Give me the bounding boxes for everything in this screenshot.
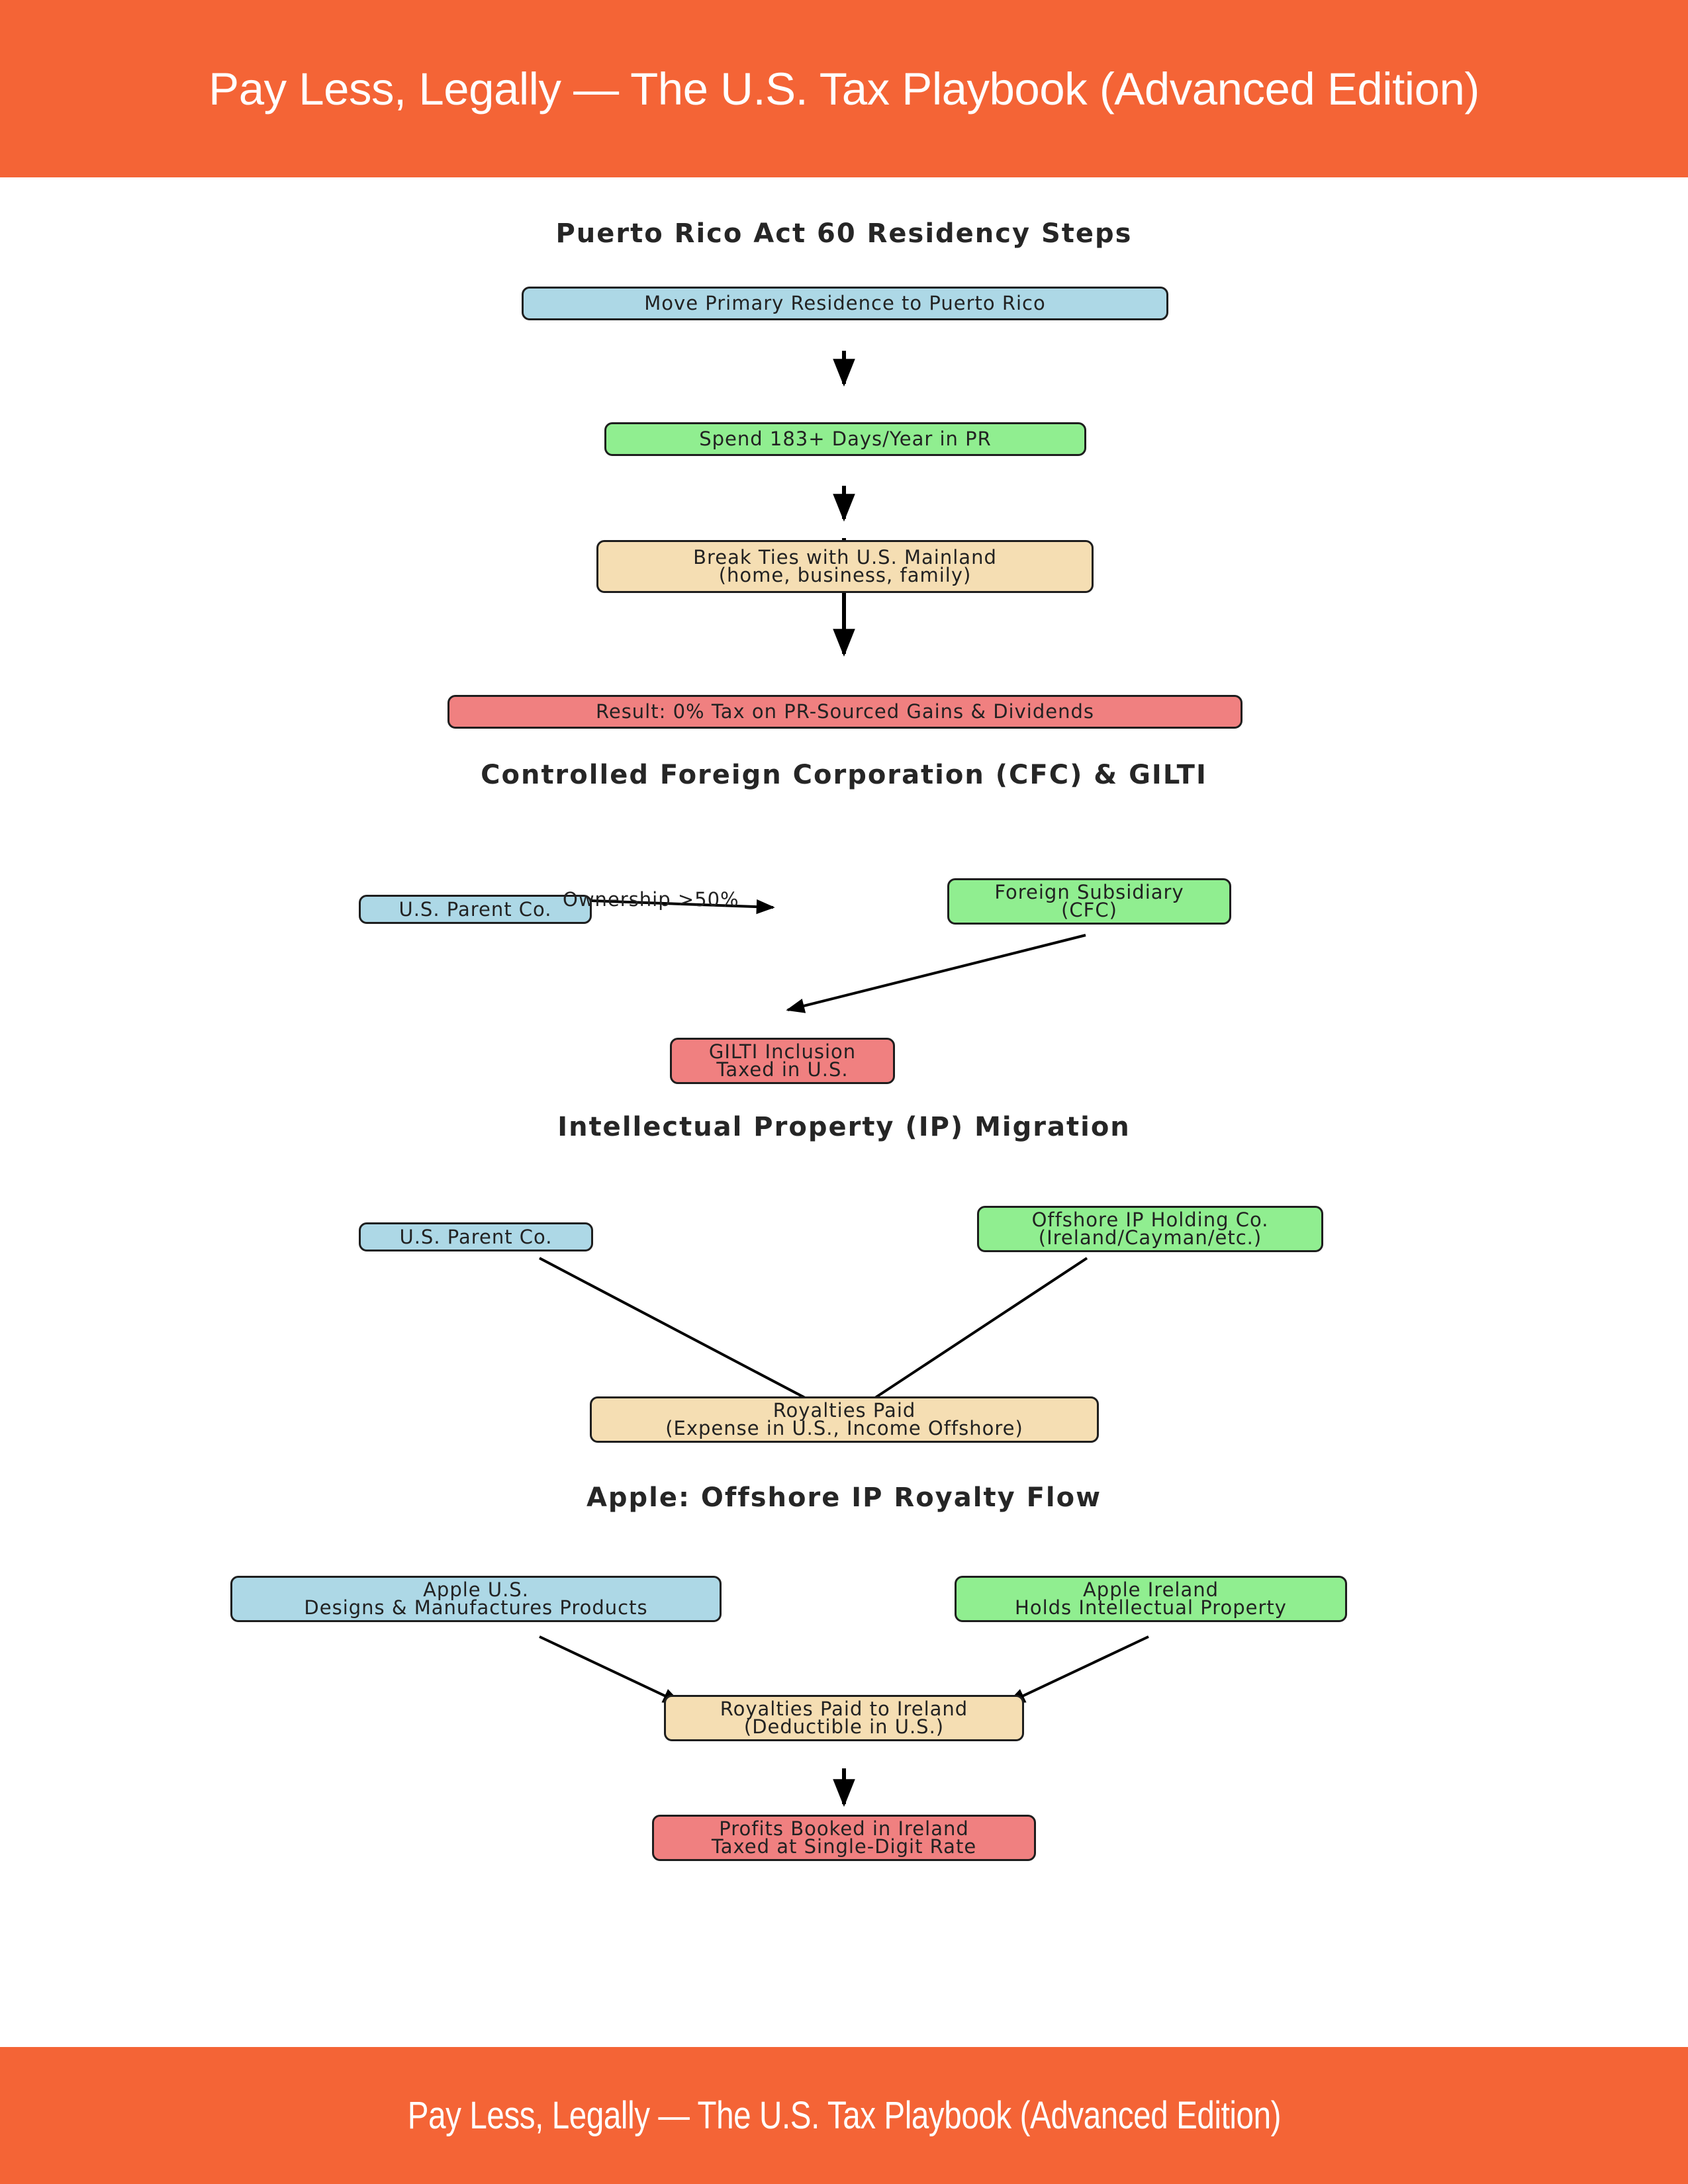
apple-ireland-line1: Apple Ireland <box>1082 1578 1219 1601</box>
ip-royalties-paid: Royalties Paid (Expense in U.S., Income … <box>590 1396 1099 1443</box>
cfc-ownership-arrow <box>591 899 775 915</box>
cfc-ownership-label: Ownership >50% <box>563 888 739 911</box>
footer-band: Pay Less, Legally — The U.S. Tax Playboo… <box>0 2047 1688 2184</box>
ip-section-title: Intellectual Property (IP) Migration <box>557 1112 1131 1142</box>
ip-holding-arrow <box>842 1257 1088 1420</box>
cfc-gilti-inclusion: GILTI Inclusion Taxed in U.S. <box>670 1038 895 1084</box>
apple-ireland: Apple Ireland Holds Intellectual Propert… <box>955 1576 1347 1622</box>
page-title: Pay Less, Legally — The U.S. Tax Playboo… <box>209 63 1479 114</box>
pr-step-break-ties-line2: (home, business, family) <box>718 564 972 586</box>
ip-us-parent-label: U.S. Parent Co. <box>399 1225 553 1248</box>
cfc-us-parent: U.S. Parent Co. <box>359 895 592 924</box>
cfc-foreign-subsidiary-line1: Foreign Subsidiary <box>994 881 1184 903</box>
cfc-foreign-subsidiary: Foreign Subsidiary (CFC) <box>947 878 1231 925</box>
apple-royalties-paid-line1: Royalties Paid to Ireland <box>720 1698 968 1720</box>
pr-result-label: Result: 0% Tax on PR-Sourced Gains & Div… <box>596 700 1094 723</box>
ip-offshore-holding-line2: (Ireland/Cayman/etc.) <box>1038 1226 1262 1249</box>
cfc-us-parent-label: U.S. Parent Co. <box>399 897 552 921</box>
apple-ireland-arrow <box>1006 1635 1149 1704</box>
apple-royalties-paid-line2: (Deductible in U.S.) <box>743 1715 945 1738</box>
apple-profits-booked-line1: Profits Booked in Ireland <box>719 1817 969 1840</box>
pr-step-spend-days: Spend 183+ Days/Year in PR <box>604 422 1086 456</box>
apple-section-title: Apple: Offshore IP Royalty Flow <box>586 1482 1102 1513</box>
apple-us-line1: Apple U.S. <box>423 1578 529 1601</box>
apple-royalties-paid: Royalties Paid to Ireland (Deductible in… <box>664 1695 1024 1741</box>
ip-royalties-paid-line2: (Expense in U.S., Income Offshore) <box>665 1417 1023 1439</box>
pr-section-title: Puerto Rico Act 60 Residency Steps <box>555 218 1133 249</box>
cfc-section-title: Controlled Foreign Corporation (CFC) & G… <box>481 760 1207 790</box>
cfc-gilti-inclusion-line1: GILTI Inclusion <box>708 1040 857 1063</box>
apple-profits-booked: Profits Booked in Ireland Taxed at Singl… <box>652 1815 1036 1861</box>
ip-parent-arrow <box>539 1257 846 1420</box>
diagram-area: Puerto Rico Act 60 Residency Steps Move … <box>0 177 1688 2047</box>
pr-step-break-ties: Break Ties with U.S. Mainland (home, bus… <box>596 540 1094 593</box>
apple-ireland-line2: Holds Intellectual Property <box>1015 1596 1287 1619</box>
ip-us-parent: U.S. Parent Co. <box>359 1222 593 1251</box>
pr-step-spend-days-label: Spend 183+ Days/Year in PR <box>699 428 992 450</box>
cfc-gilti-inclusion-line2: Taxed in U.S. <box>716 1058 849 1081</box>
apple-us: Apple U.S. Designs & Manufactures Produc… <box>230 1576 722 1622</box>
cfc-gilti-arrow <box>786 934 1086 1013</box>
ip-royalties-paid-line1: Royalties Paid <box>773 1399 916 1422</box>
apple-us-arrow <box>539 1635 682 1704</box>
header-band: Pay Less, Legally — The U.S. Tax Playboo… <box>0 0 1688 177</box>
apple-us-line2: Designs & Manufactures Products <box>304 1596 648 1619</box>
pr-step-move-residence-label: Move Primary Residence to Puerto Rico <box>644 292 1046 314</box>
ip-offshore-holding-line1: Offshore IP Holding Co. <box>1031 1208 1269 1231</box>
pr-step-break-ties-line1: Break Ties with U.S. Mainland <box>693 546 997 569</box>
ip-offshore-holding: Offshore IP Holding Co. (Ireland/Cayman/… <box>977 1206 1323 1252</box>
cfc-foreign-subsidiary-line2: (CFC) <box>1061 899 1117 921</box>
footer-title: Pay Less, Legally — The U.S. Tax Playboo… <box>407 2094 1281 2137</box>
pr-result: Result: 0% Tax on PR-Sourced Gains & Div… <box>447 695 1243 729</box>
apple-profits-booked-line2: Taxed at Single-Digit Rate <box>711 1835 977 1858</box>
pr-step-move-residence: Move Primary Residence to Puerto Rico <box>522 287 1168 320</box>
